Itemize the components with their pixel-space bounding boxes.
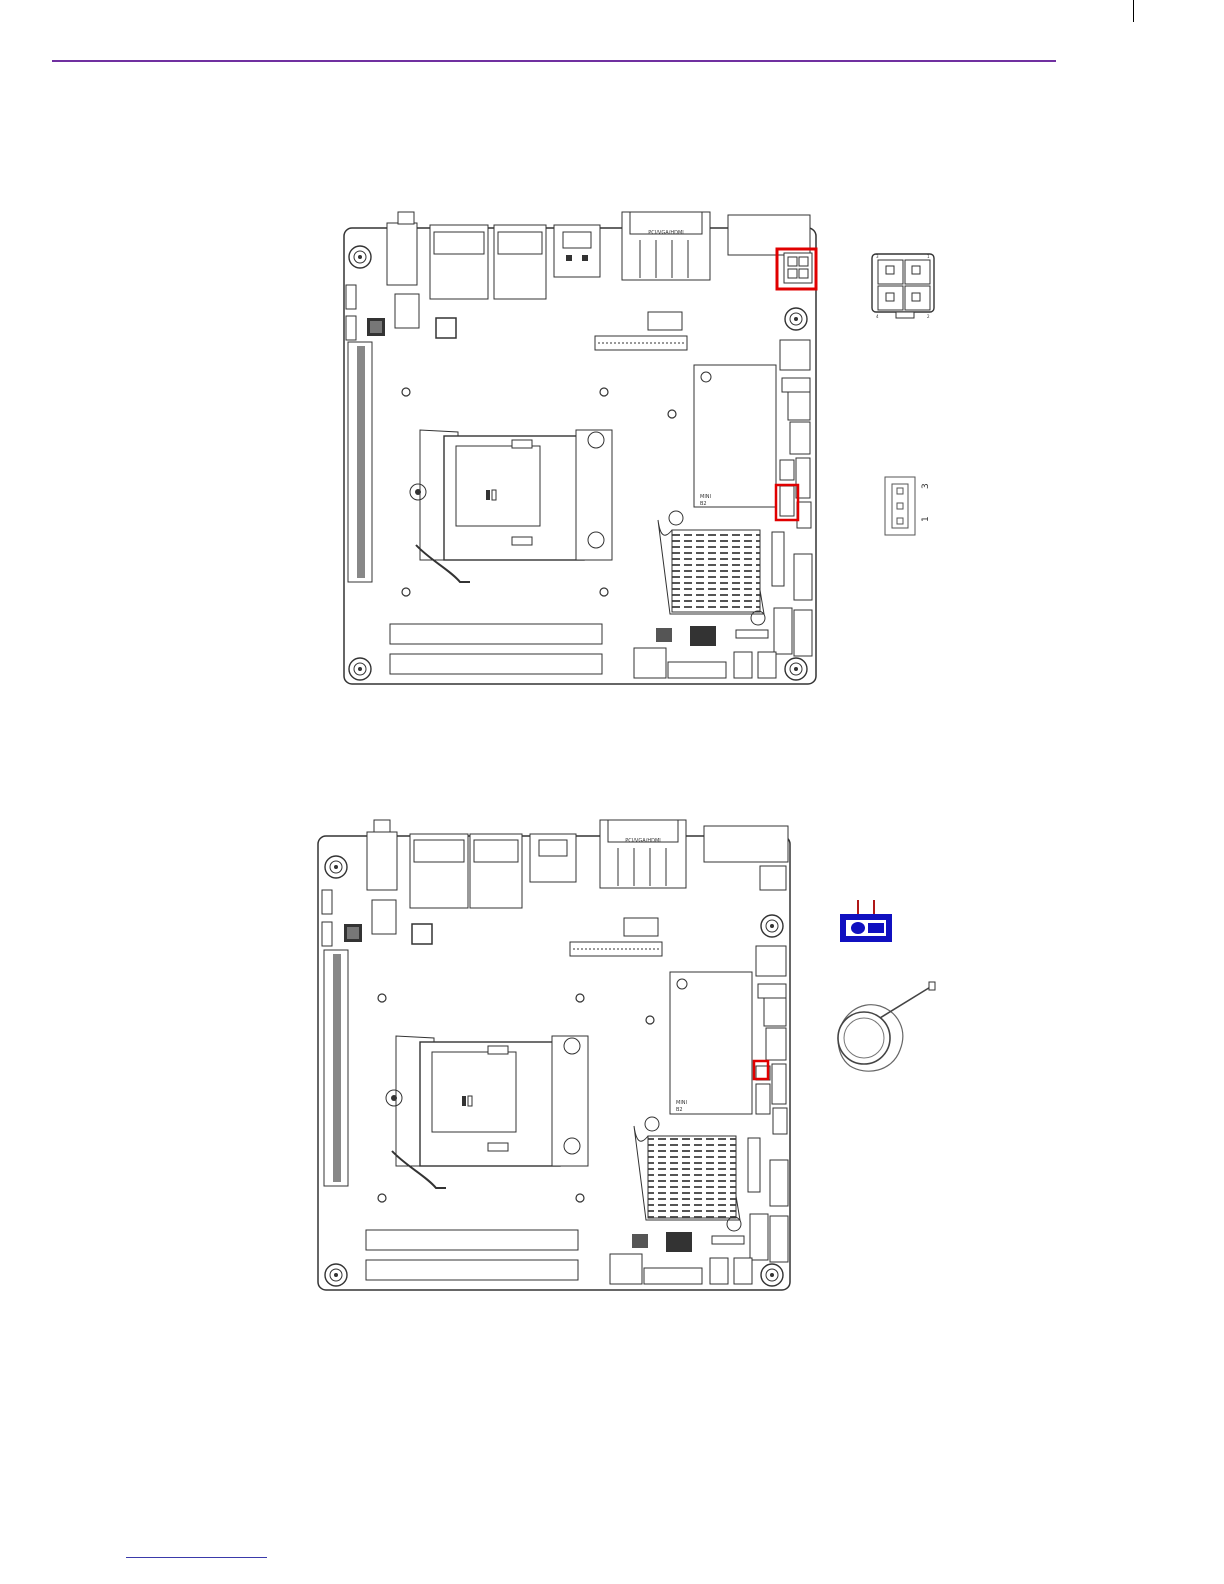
card-label: B2 <box>700 501 707 507</box>
fan-pin-1-label: 1 <box>921 516 931 522</box>
vga-label: PCI/VGA/HDMI <box>648 230 683 236</box>
fan-connector-icon: 3 1 <box>885 477 931 535</box>
mini-label-bottom: MINI <box>676 1100 687 1106</box>
fan-pin-3-label: 3 <box>921 483 931 489</box>
cmos-battery-icon <box>838 982 935 1071</box>
card-label-bottom: B2 <box>676 1107 683 1113</box>
vga-label-bottom: PCI/VGA/HDMI <box>625 838 660 844</box>
motherboard-top: PCI/VGA/HDMI <box>344 212 816 684</box>
motherboard-bottom: PCI/VGA/HDMI <box>318 820 790 1290</box>
atx-pin-2-label: 2 <box>927 314 930 319</box>
atx-12v-connector-icon: 3 1 4 2 <box>872 254 934 319</box>
jumper-icon <box>840 900 892 942</box>
mini-label: MINI <box>700 494 711 500</box>
atx-pin-4-label: 4 <box>876 314 879 319</box>
footer-rule <box>126 1557 267 1558</box>
bottom-figure: PCI/VGA/HDMI <box>0 790 1224 1310</box>
top-figure: PCI/VGA/HDMI <box>0 0 1224 760</box>
